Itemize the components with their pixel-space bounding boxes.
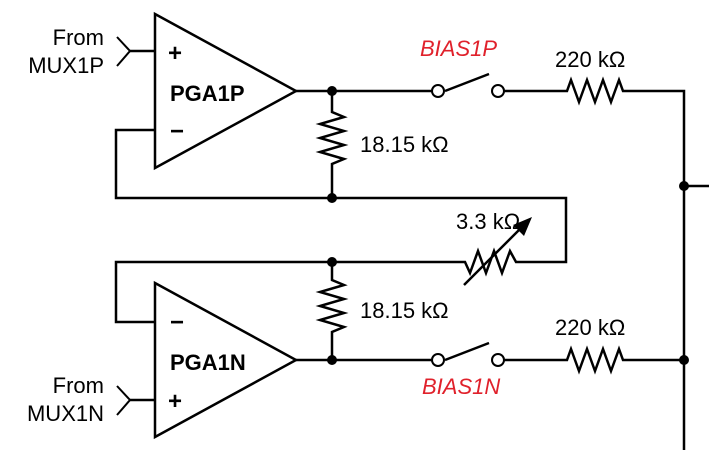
node-common-lower — [679, 355, 689, 365]
bias1p-switch-blade — [444, 72, 490, 93]
gain-resistor-label: 3.3 kΩ — [456, 209, 520, 234]
resistor-bias-bottom-zigzag — [504, 345, 684, 375]
input-mux1n: From MUX1N — [27, 373, 155, 426]
bias1n-switch-blade — [444, 341, 490, 362]
resistor-bias-top-zigzag — [504, 76, 686, 450]
pga1p-triangle — [153, 11, 299, 171]
input-mux1p-line2: MUX1P — [28, 53, 104, 78]
bias1n-contact-left — [431, 353, 445, 367]
input-mux1n-line2: MUX1N — [27, 401, 104, 426]
pga1n-minus-sign: − — [170, 309, 184, 336]
pga1n-plus-sign: + — [168, 388, 182, 415]
resistor-top-feedback: 18.15 kΩ — [315, 91, 449, 198]
bias1p-label: BIAS1P — [420, 36, 497, 61]
resistor-top-feedback-label: 18.15 kΩ — [360, 132, 449, 157]
resistor-bottom-feedback-zigzag — [315, 262, 349, 360]
input-mux1n-chevron-icon — [116, 385, 132, 416]
pga1p-label: PGA1P — [170, 81, 245, 106]
resistor-gain-variable: 3.3 kΩ — [332, 196, 568, 286]
pga1p-plus-sign: + — [168, 40, 182, 67]
gain-resistor-zigzag — [332, 247, 526, 277]
resistor-bias-top: 220 kΩ — [504, 47, 686, 450]
amplifier-pga1p: + − PGA1P — [153, 11, 299, 171]
bias1p-contact-right — [491, 84, 505, 98]
pga1p-inverting-feedback-wire — [114, 128, 332, 200]
input-mux1p-line1: From — [53, 25, 104, 50]
bias1n-contact-right — [491, 353, 505, 367]
gain-resistor-adjust-arrow — [463, 221, 528, 286]
resistor-bottom-feedback-label: 18.15 kΩ — [360, 298, 449, 323]
resistor-bias-top-label: 220 kΩ — [555, 47, 625, 72]
pga1n-inverting-feedback-wire — [114, 260, 332, 324]
input-mux1n-line1: From — [53, 373, 104, 398]
resistor-top-feedback-zigzag — [315, 91, 349, 198]
pga1n-label: PGA1N — [170, 350, 246, 375]
gain-resistor-right-wire — [332, 196, 568, 264]
input-mux1p: From MUX1P — [28, 25, 155, 78]
pga1p-minus-sign: − — [170, 118, 184, 145]
resistor-bias-bottom: 220 kΩ — [504, 315, 684, 375]
resistor-bias-bottom-label: 220 kΩ — [555, 315, 625, 340]
pga1n-triangle — [153, 280, 299, 440]
input-mux1p-chevron-icon — [116, 36, 132, 67]
bias1n-label: BIAS1N — [422, 374, 500, 399]
gain-resistor-arrowhead-icon — [513, 217, 532, 236]
resistor-bottom-feedback: 18.15 kΩ — [315, 262, 449, 360]
amplifier-pga1n: − + PGA1N — [153, 280, 299, 440]
bias1p-contact-left — [431, 84, 445, 98]
